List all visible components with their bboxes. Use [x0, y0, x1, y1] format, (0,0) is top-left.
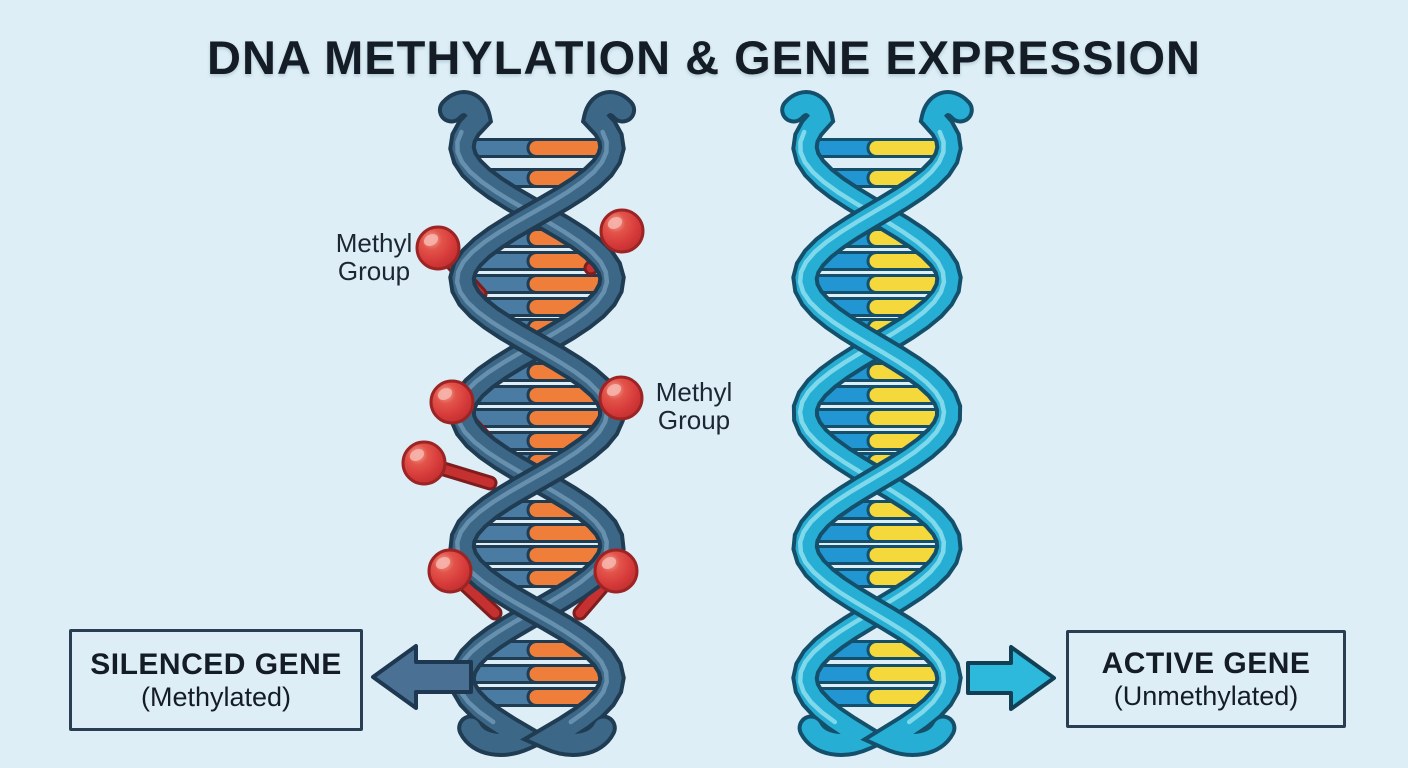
- methyl-group-gloss: [607, 217, 623, 229]
- right-arrow-shape: [966, 645, 1056, 711]
- methyl-group-label-line: Methyl: [655, 377, 733, 407]
- active-arrow-icon: [966, 645, 1056, 711]
- dna-strand: [441, 94, 622, 753]
- methyl-group-ball: [593, 548, 639, 594]
- methyl-group-ball: [429, 379, 475, 425]
- dna-strand-highlight: [454, 129, 610, 725]
- silenced-gene-subtitle: (Methylated): [140, 681, 292, 712]
- silenced-gene-title: SILENCED GENE: [90, 647, 342, 681]
- methyl-group-ball: [427, 548, 473, 594]
- methyl-group-ball: [599, 208, 645, 254]
- methyl-group-label-1: Methyl Group: [304, 229, 444, 285]
- methylated-dna-helix: [401, 90, 645, 757]
- dna-strand: [784, 94, 959, 753]
- active-gene-subtitle: (Unmethylated): [1113, 680, 1299, 711]
- methyl-group-label-line: Methyl: [335, 228, 413, 258]
- methyl-group-gloss: [423, 234, 439, 246]
- methyl-group-gloss: [606, 384, 622, 396]
- methyl-group-ball: [401, 440, 447, 486]
- dna-strand-highlight: [797, 129, 947, 725]
- active-gene-box: ACTIVE GENE (Unmethylated): [1066, 630, 1346, 728]
- methyl-group-label-line: Group: [657, 405, 731, 435]
- methyl-group-gloss: [437, 388, 453, 400]
- dna-strand: [795, 94, 970, 753]
- silenced-arrow-icon: [371, 644, 473, 710]
- silenced-gene-box: SILENCED GENE (Methylated): [69, 629, 363, 731]
- methyl-group-label-line: Group: [337, 256, 411, 286]
- methyl-group-gloss: [409, 449, 425, 461]
- dna-strand-highlight: [797, 129, 947, 725]
- methyl-group-gloss: [435, 557, 451, 569]
- methyl-group-gloss: [601, 557, 617, 569]
- unmethylated-dna-helix: [780, 90, 974, 757]
- methyl-group-label-2: Methyl Group: [624, 378, 764, 434]
- page-title: DNA METHYLATION & GENE EXPRESSION: [207, 31, 1201, 84]
- dna-strand: [452, 94, 633, 753]
- dna-strand-highlight: [454, 129, 610, 725]
- left-arrow-shape: [371, 644, 473, 710]
- active-gene-title: ACTIVE GENE: [1101, 646, 1311, 680]
